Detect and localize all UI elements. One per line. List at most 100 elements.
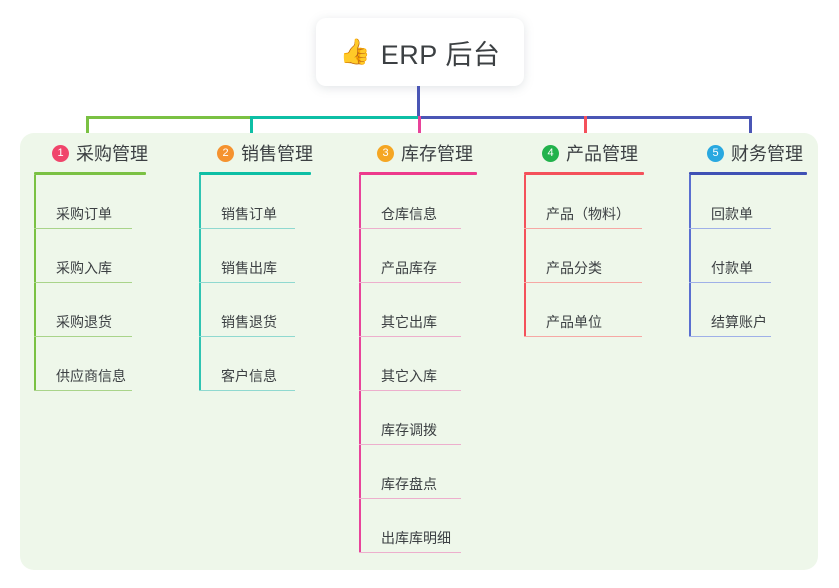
column-trunk-5 [689, 175, 691, 337]
column-header-5[interactable]: 5 财务管理 [689, 140, 807, 166]
list-item-rule [34, 335, 132, 337]
root-node[interactable]: 👍 ERP 后台 [316, 18, 524, 86]
list-item-label: 回款单 [711, 206, 753, 222]
list-item[interactable]: 销售订单 [199, 175, 313, 229]
diagram-panel [20, 133, 818, 570]
list-item-label: 产品库存 [381, 260, 437, 276]
column-items-3: 仓库信息产品库存其它出库其它入库库存调拨库存盘点出库库明细 [359, 175, 477, 553]
list-item-label: 采购退货 [56, 314, 112, 330]
list-item-rule [689, 227, 771, 229]
list-item-rule [359, 281, 461, 283]
list-item-rule [199, 227, 295, 229]
root-title: ERP 后台 [380, 39, 501, 70]
list-item-rule [34, 227, 132, 229]
branch-drop-4 [584, 116, 587, 146]
column-2: 2 销售管理销售订单销售出库销售退货客户信息 [199, 140, 313, 391]
column-items-1: 采购订单采购入库采购退货供应商信息 [34, 175, 148, 391]
list-item-rule [34, 389, 132, 391]
column-header-1[interactable]: 1 采购管理 [34, 140, 148, 166]
column-5: 5 财务管理回款单付款单结算账户 [689, 140, 807, 337]
list-item[interactable]: 销售出库 [199, 229, 313, 283]
branch-bar-segment-1 [86, 116, 250, 119]
list-item-label: 其它入库 [381, 368, 437, 384]
list-item-label: 产品（物料） [546, 206, 630, 222]
list-item[interactable]: 采购订单 [34, 175, 148, 229]
column-title-4: 产品管理 [566, 144, 638, 164]
list-item[interactable]: 产品分类 [524, 229, 644, 283]
list-item[interactable]: 客户信息 [199, 337, 313, 391]
list-item-rule [199, 389, 295, 391]
list-item-label: 采购订单 [56, 206, 112, 222]
list-item[interactable]: 仓库信息 [359, 175, 477, 229]
list-item-label: 出库库明细 [381, 530, 451, 546]
column-title-2: 销售管理 [241, 144, 313, 164]
list-item-label: 付款单 [711, 260, 753, 276]
column-title-5: 财务管理 [731, 144, 803, 164]
column-header-rule-2 [199, 172, 311, 175]
list-item-label: 仓库信息 [381, 206, 437, 222]
list-item[interactable]: 产品（物料） [524, 175, 644, 229]
column-items-4: 产品（物料） 产品分类产品单位 [524, 175, 644, 337]
list-item-label: 销售出库 [221, 260, 277, 276]
column-badge-4: 4 [542, 144, 559, 162]
column-header-rule-4 [524, 172, 644, 175]
column-header-3[interactable]: 3 库存管理 [359, 140, 477, 166]
list-item[interactable]: 产品单位 [524, 283, 644, 337]
list-item[interactable]: 其它入库 [359, 337, 477, 391]
column-header-4[interactable]: 4 产品管理 [524, 140, 644, 166]
column-items-2: 销售订单销售出库销售退货客户信息 [199, 175, 313, 391]
column-badge-3: 3 [377, 144, 394, 162]
list-item[interactable]: 其它出库 [359, 283, 477, 337]
list-item[interactable]: 供应商信息 [34, 337, 148, 391]
column-1: 1 采购管理采购订单采购入库采购退货供应商信息 [34, 140, 148, 391]
column-trunk-1 [34, 175, 36, 391]
branch-bar-segment-2 [250, 116, 418, 119]
list-item-rule [359, 497, 461, 499]
list-item-rule [359, 551, 461, 553]
list-item-rule [359, 389, 461, 391]
list-item-label: 销售订单 [221, 206, 277, 222]
root-stem-connector [417, 86, 420, 118]
column-trunk-2 [199, 175, 201, 391]
list-item[interactable]: 销售退货 [199, 283, 313, 337]
column-badge-5: 5 [707, 144, 724, 162]
list-item-rule [199, 281, 295, 283]
list-item-label: 采购入库 [56, 260, 112, 276]
list-item-label: 客户信息 [221, 368, 277, 384]
column-title-3: 库存管理 [401, 144, 473, 164]
list-item-rule [689, 335, 771, 337]
list-item[interactable]: 结算账户 [689, 283, 807, 337]
list-item[interactable]: 库存盘点 [359, 445, 477, 499]
list-item-label: 库存调拨 [381, 422, 437, 438]
column-title-1: 采购管理 [76, 144, 148, 164]
list-item[interactable]: 回款单 [689, 175, 807, 229]
list-item-rule [359, 227, 461, 229]
list-item-label: 库存盘点 [381, 476, 437, 492]
column-items-5: 回款单付款单结算账户 [689, 175, 807, 337]
list-item-label: 产品分类 [546, 260, 602, 276]
list-item-rule [34, 281, 132, 283]
list-item-label: 供应商信息 [56, 368, 126, 384]
branch-drop-3 [418, 116, 421, 146]
list-item-label: 销售退货 [221, 314, 277, 330]
list-item-rule [524, 281, 642, 283]
list-item[interactable]: 出库库明细 [359, 499, 477, 553]
column-header-2[interactable]: 2 销售管理 [199, 140, 313, 166]
list-item[interactable]: 库存调拨 [359, 391, 477, 445]
list-item-rule [689, 281, 771, 283]
column-header-rule-5 [689, 172, 807, 175]
branch-drop-2 [250, 116, 253, 146]
list-item[interactable]: 付款单 [689, 229, 807, 283]
list-item[interactable]: 采购入库 [34, 229, 148, 283]
column-trunk-4 [524, 175, 526, 337]
thumbs-up-icon: 👍 [339, 37, 371, 66]
column-header-rule-1 [34, 172, 146, 175]
column-trunk-3 [359, 175, 361, 553]
list-item-label: 其它出库 [381, 314, 437, 330]
list-item[interactable]: 采购退货 [34, 283, 148, 337]
column-badge-2: 2 [217, 144, 234, 162]
column-badge-1: 1 [52, 144, 69, 162]
branch-drop-5 [749, 116, 752, 146]
list-item[interactable]: 产品库存 [359, 229, 477, 283]
